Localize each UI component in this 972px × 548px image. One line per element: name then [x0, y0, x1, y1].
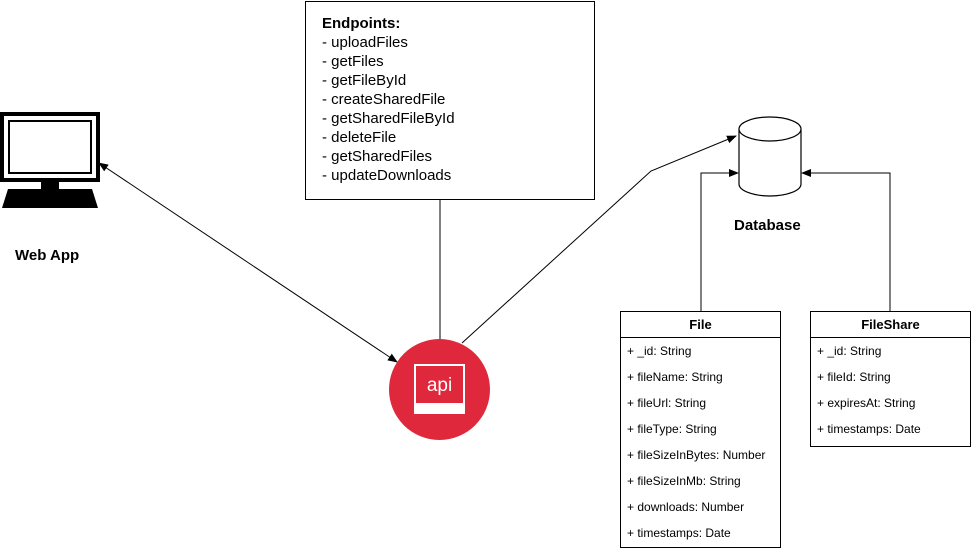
entity-field: + timestamps: Date — [817, 422, 921, 436]
endpoint-item: - updateDownloads — [322, 167, 452, 184]
endpoints-box: Endpoints: - uploadFiles - getFiles - ge… — [305, 1, 595, 200]
fileshare-entity: FileShare + _id: String + fileId: String… — [810, 311, 971, 447]
entity-field: + downloads: Number — [627, 500, 745, 514]
entity-field: + fileName: String — [627, 370, 723, 384]
file-entity-title: File — [621, 312, 780, 338]
api-label: api — [427, 375, 452, 396]
api-node — [389, 339, 490, 440]
file-database-connector — [700, 169, 739, 311]
entity-field: + fileSizeInBytes: Number — [627, 448, 766, 462]
fileshare-database-connector — [801, 169, 891, 311]
database-icon — [738, 116, 802, 197]
entity-field: + expiresAt: String — [817, 396, 916, 410]
file-entity: File + _id: String + fileName: String + … — [620, 311, 781, 548]
entity-field: + fileId: String — [817, 370, 891, 384]
entity-field: + fileSizeInMb: String — [627, 474, 741, 488]
entity-field: + fileUrl: String — [627, 396, 707, 410]
endpoint-item: - getFiles — [322, 53, 384, 70]
api-icon: api — [414, 364, 465, 414]
entity-field: + _id: String — [817, 344, 882, 358]
entity-field: + timestamps: Date — [627, 526, 731, 540]
webapp-api-connector — [98, 162, 398, 363]
endpoint-item: - getSharedFiles — [322, 148, 433, 165]
endpoint-item: - getSharedFileById — [322, 110, 455, 127]
api-database-connector — [461, 135, 737, 344]
endpoint-item: - deleteFile — [322, 129, 397, 146]
database-label: Database — [734, 217, 801, 234]
entity-field: + fileType: String — [627, 422, 717, 436]
entity-field: + _id: String — [627, 344, 692, 358]
monitor-icon — [0, 112, 100, 208]
endpoint-item: - getFileById — [322, 72, 407, 89]
endpoint-item: - createSharedFile — [322, 91, 446, 108]
fileshare-entity-title: FileShare — [811, 312, 970, 338]
web-app-label: Web App — [15, 247, 80, 264]
endpoint-item: - uploadFiles — [322, 34, 408, 51]
endpoints-title: Endpoints: — [322, 15, 401, 32]
